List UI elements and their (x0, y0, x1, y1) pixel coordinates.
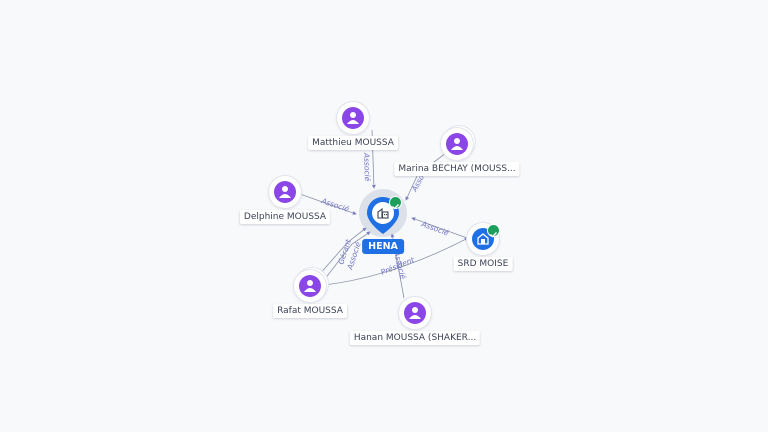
person-node-ring (294, 270, 326, 302)
person-node-ring (399, 297, 431, 329)
center-company-name: HENA (362, 239, 404, 254)
person-icon (274, 181, 296, 203)
person-name: Hanan MOUSSA (SHAKER... (349, 331, 481, 345)
person-name: Delphine MOUSSA (239, 210, 331, 224)
person-icon (446, 133, 468, 155)
person-name: Marina BECHAY (MOUSS... (394, 162, 520, 176)
edge-label-matthieu-hena: Associé (362, 152, 372, 182)
edge-srd-hena (411, 217, 468, 239)
edge-delphine-hena (299, 193, 357, 215)
edge-label-srd-hena: Associé (419, 219, 450, 238)
person-node-ring (441, 128, 473, 160)
person-icon (342, 107, 364, 129)
person-node-ring (337, 102, 369, 134)
verified-check-icon (487, 224, 500, 238)
person-name: Matthieu MOUSSA (308, 136, 398, 150)
verified-check-icon (389, 196, 402, 210)
person-icon (404, 302, 426, 324)
person-node-ring (269, 176, 301, 208)
person-name: Rafat MOUSSA (273, 304, 347, 318)
edge-rafat-hena-gerant (317, 227, 367, 277)
edge-rafat-srd (324, 237, 469, 286)
edge-rafat-hena-associe (323, 231, 371, 281)
company-name: SRD MOISE (453, 257, 513, 271)
person-icon (299, 275, 321, 297)
